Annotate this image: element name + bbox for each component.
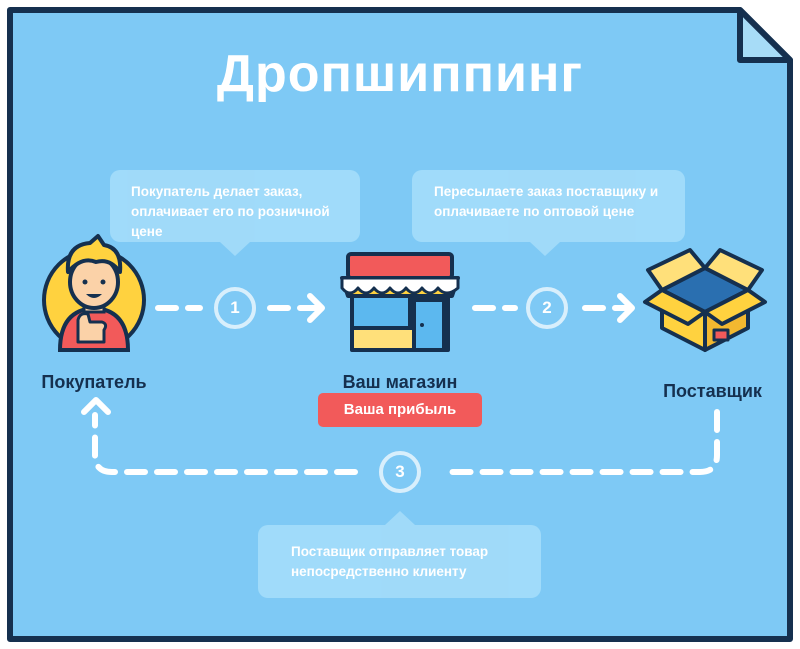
arrow-step-1: [155, 293, 325, 323]
supplier-box-icon: [643, 248, 767, 352]
step-2-number: 2: [542, 298, 552, 317]
arrow-step-3: [81, 397, 720, 475]
bubble-step-1: [110, 170, 360, 256]
page-title: Дропшиппинг: [216, 45, 584, 103]
bubble-step-2: [412, 170, 685, 256]
step-3-text: Поставщик отправляет товар непосредствен…: [291, 544, 489, 579]
arrow-step-2: [472, 293, 635, 323]
shop-icon: [340, 252, 460, 352]
step-1-number: 1: [230, 298, 240, 317]
profit-badge: Ваша прибыль: [318, 393, 482, 427]
step-2-circle: [526, 287, 568, 329]
step-3-number: 3: [395, 462, 405, 481]
step-1-text: Покупатель делает заказ, оплачивает его …: [131, 184, 330, 239]
bubble-step-3: [258, 511, 541, 598]
shop-label: Ваш магазин: [342, 372, 458, 392]
step-3-circle: [379, 451, 421, 493]
step-1-circle: [214, 287, 256, 329]
buyer-label: Покупатель: [41, 372, 147, 392]
supplier-label: Поставщик: [663, 381, 762, 401]
folded-corner: [737, 7, 793, 63]
step-2-text: Пересылаете заказ поставщику и оплачивае…: [434, 184, 659, 219]
buyer-icon: [42, 234, 146, 352]
